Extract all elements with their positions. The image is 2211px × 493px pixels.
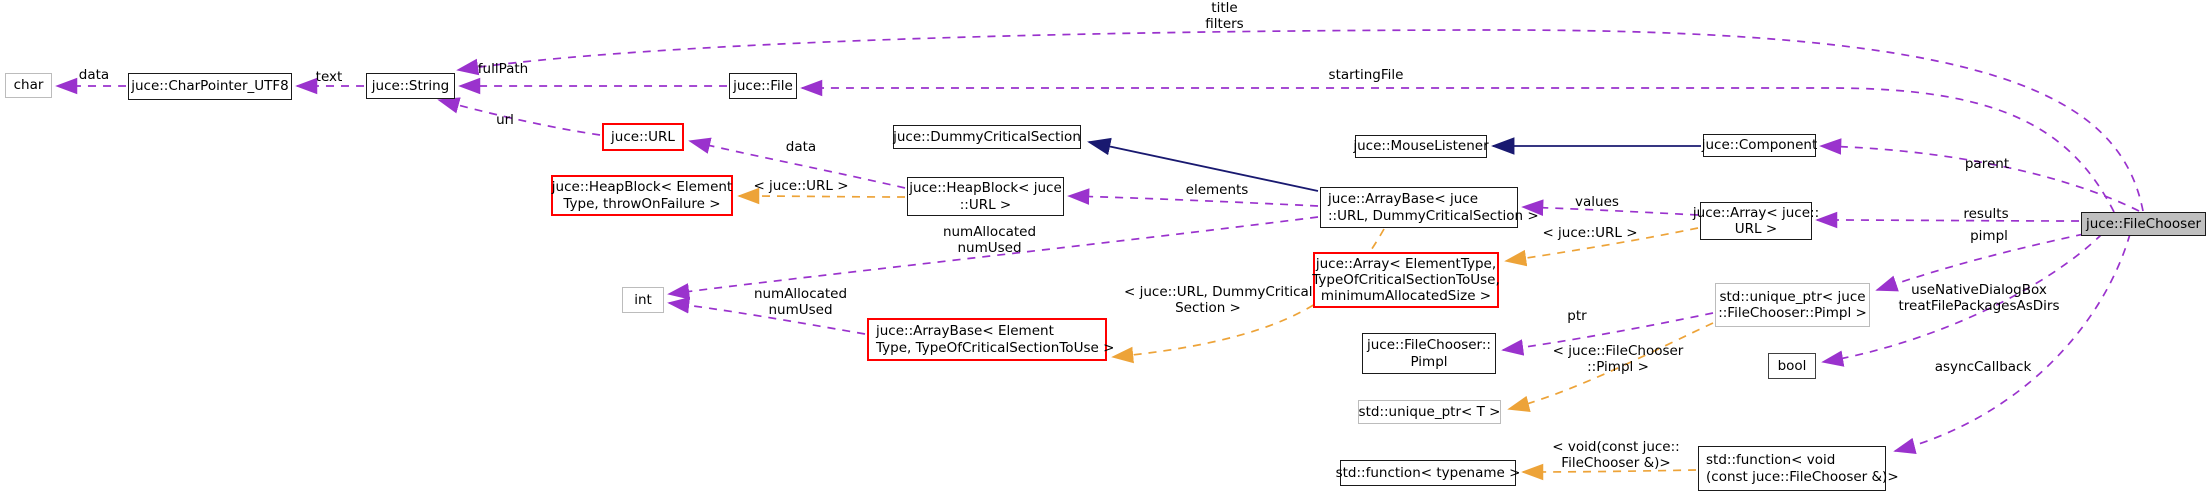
node-charpointer-utf8[interactable]: juce::CharPointer_UTF8 <box>128 73 292 100</box>
node-component[interactable]: juce::Component <box>1702 134 1817 157</box>
edge-label-template-arraybase: < juce::URL, DummyCritical Section > <box>1124 284 1313 316</box>
node-char[interactable]: char <box>5 73 52 98</box>
node-filechooser-pimpl[interactable]: juce::FileChooser:: Pimpl <box>1362 333 1496 374</box>
node-array-url[interactable]: juce::Array< juce:: URL > <box>1693 202 1819 240</box>
edge-label-startingfile: startingFile <box>1328 67 1404 83</box>
node-array-template[interactable]: juce::Array< ElementType, TypeOfCritical… <box>1312 252 1500 308</box>
edge-label-values: values <box>1575 194 1619 210</box>
edge-label-elements: elements <box>1185 182 1249 198</box>
edge-label-data-char: data <box>78 67 110 83</box>
node-filechooser: juce::FileChooser <box>2081 212 2206 236</box>
edge-label-ptr: ptr <box>1567 308 1587 324</box>
node-heapblock-template[interactable]: juce::HeapBlock< Element Type, throwOnFa… <box>551 175 733 216</box>
node-dummycriticalsection[interactable]: juce::DummyCriticalSection <box>893 125 1081 149</box>
edge-label-numallocated-heapblock: numAllocated numUsed <box>942 224 1037 256</box>
edge-label-asynccallback: asyncCallback <box>1934 359 2032 375</box>
edge-label-parent: parent <box>1964 156 2010 172</box>
node-mouselistener[interactable]: juce::MouseListener <box>1353 135 1489 158</box>
node-string[interactable]: juce::String <box>366 73 455 99</box>
edge-label-url: url <box>496 112 514 128</box>
node-url[interactable]: juce::URL <box>602 123 684 151</box>
edge-label-template-function: < void(const juce:: FileChooser &)> <box>1552 439 1680 471</box>
edge-label-usenativedialogbox: useNativeDialogBox treatFilePackagesAsDi… <box>1898 282 2060 314</box>
edge-label-pimpl: pimpl <box>1970 228 2008 244</box>
edge-label-template-array: < juce::URL > <box>1542 225 1638 241</box>
node-function-template[interactable]: std::function< typename > <box>1336 460 1520 486</box>
node-unique-ptr-pimpl[interactable]: std::unique_ptr< juce ::FileChooser::Pim… <box>1715 283 1870 327</box>
edge-label-results: results <box>1963 206 2009 222</box>
node-file[interactable]: juce::File <box>729 73 797 99</box>
edge-label-text: text <box>315 69 343 85</box>
node-int[interactable]: int <box>622 287 664 313</box>
edge-label-template-heapblock: < juce::URL > <box>753 178 849 194</box>
edge-label-template-uniqueptr: < juce::FileChooser ::Pimpl > <box>1552 343 1684 375</box>
node-heapblock-url[interactable]: juce::HeapBlock< juce ::URL > <box>907 177 1064 216</box>
edge-label-fullpath: fullPath <box>477 61 529 77</box>
edge-label-numallocated-arraybase: numAllocated numUsed <box>753 286 848 318</box>
node-function-void[interactable]: std::function< void (const juce::FileCho… <box>1698 446 1899 491</box>
node-unique-ptr-template[interactable]: std::unique_ptr< T > <box>1358 400 1501 424</box>
node-arraybase-url[interactable]: juce::ArrayBase< juce ::URL, DummyCritic… <box>1320 187 1539 228</box>
edge-label-title-filters: title filters <box>1205 0 1244 32</box>
edge-label-data-url: data <box>785 139 817 155</box>
node-arraybase-template[interactable]: juce::ArrayBase< Element Type, TypeOfCri… <box>867 318 1114 361</box>
node-bool[interactable]: bool <box>1768 353 1816 379</box>
